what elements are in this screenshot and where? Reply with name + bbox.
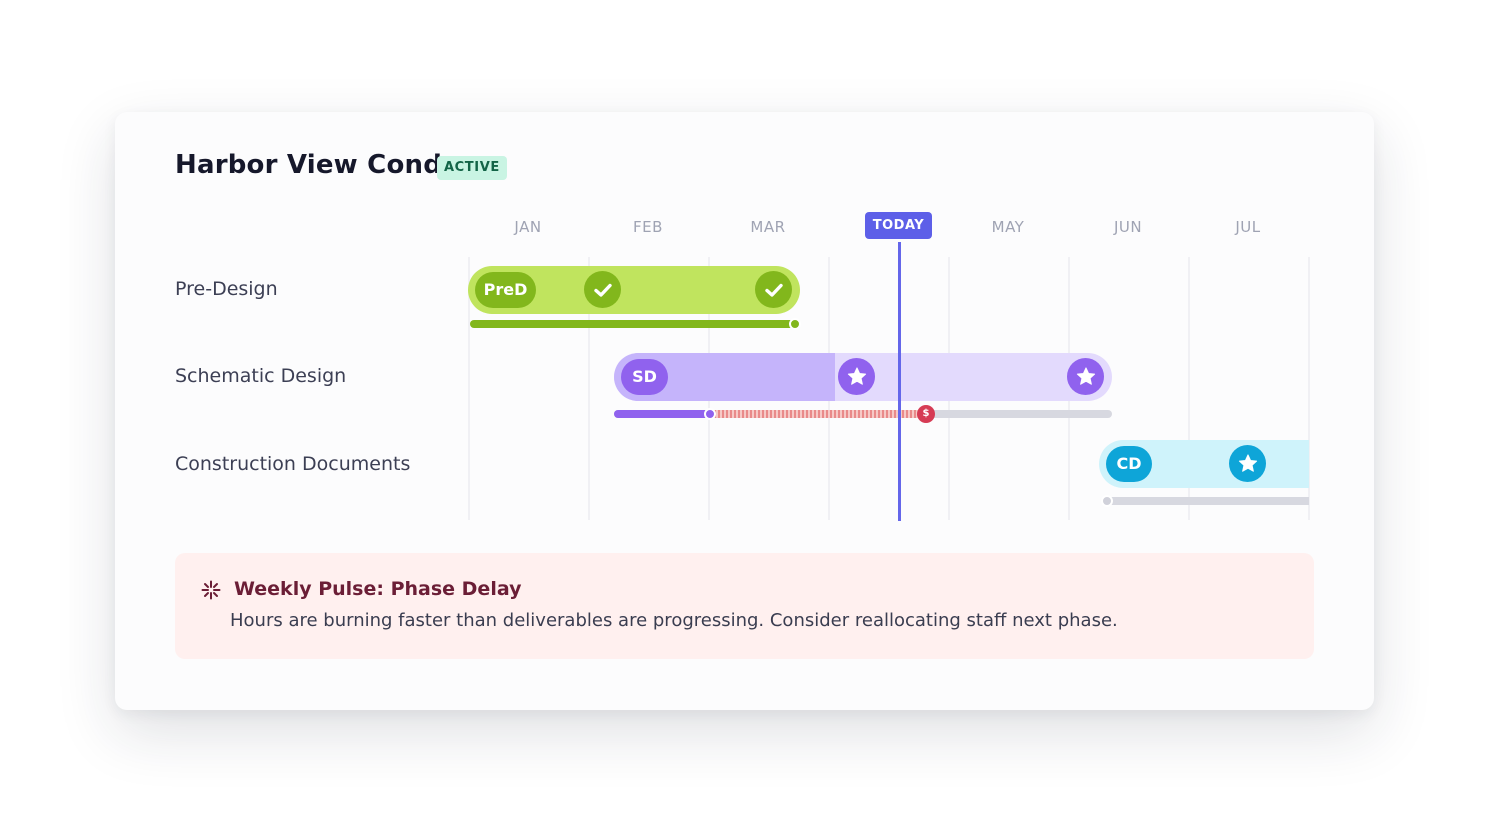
month-label-mar: MAR xyxy=(750,218,786,236)
grid-line xyxy=(588,257,590,520)
phase-chip-pred[interactable]: PreD xyxy=(475,272,536,308)
today-marker-label: TODAY xyxy=(865,212,932,239)
month-label-jun: JUN xyxy=(1113,218,1143,236)
weekly-pulse-alert: Weekly Pulse: Phase Delay Hours are burn… xyxy=(175,553,1314,659)
month-label-jan: JAN xyxy=(514,218,542,236)
alert-title: Weekly Pulse: Phase Delay xyxy=(234,578,522,600)
today-line xyxy=(898,242,901,521)
project-title: Harbor View Condo xyxy=(175,150,461,180)
progress-fill-schematic-design xyxy=(614,410,710,418)
grid-line xyxy=(1308,257,1310,520)
month-label-jul: JUL xyxy=(1235,218,1261,236)
progress-end-dot xyxy=(789,318,801,330)
status-badge: ACTIVE xyxy=(437,156,507,180)
phase-label-pre-design: Pre-Design xyxy=(175,278,278,300)
progress-track-pre-design xyxy=(470,320,796,328)
month-label-may: MAY xyxy=(991,218,1025,236)
check-icon[interactable] xyxy=(584,271,621,308)
phase-chip-sd[interactable]: SD xyxy=(621,359,668,395)
sparkle-icon xyxy=(201,580,221,604)
grid-line xyxy=(1188,257,1190,520)
progress-track-construction-documents xyxy=(1105,497,1309,505)
check-icon[interactable] xyxy=(755,271,792,308)
star-icon[interactable] xyxy=(1067,358,1104,395)
progress-start-dot xyxy=(1101,495,1113,507)
star-icon[interactable] xyxy=(1229,445,1266,482)
phase-label-schematic-design: Schematic Design xyxy=(175,365,347,387)
grid-line xyxy=(468,257,470,520)
star-icon[interactable] xyxy=(838,358,875,395)
progress-dot xyxy=(704,408,716,420)
over-budget-segment xyxy=(710,410,926,418)
budget-marker[interactable]: $ xyxy=(917,405,935,423)
alert-body: Hours are burning faster than deliverabl… xyxy=(230,610,1118,631)
phase-label-construction-documents: Construction Documents xyxy=(175,453,411,475)
phase-chip-cd[interactable]: CD xyxy=(1106,446,1152,482)
project-timeline-card: Harbor View Condo ACTIVE JAN FEB MAR TOD… xyxy=(115,112,1374,710)
month-label-feb: FEB xyxy=(633,218,663,236)
